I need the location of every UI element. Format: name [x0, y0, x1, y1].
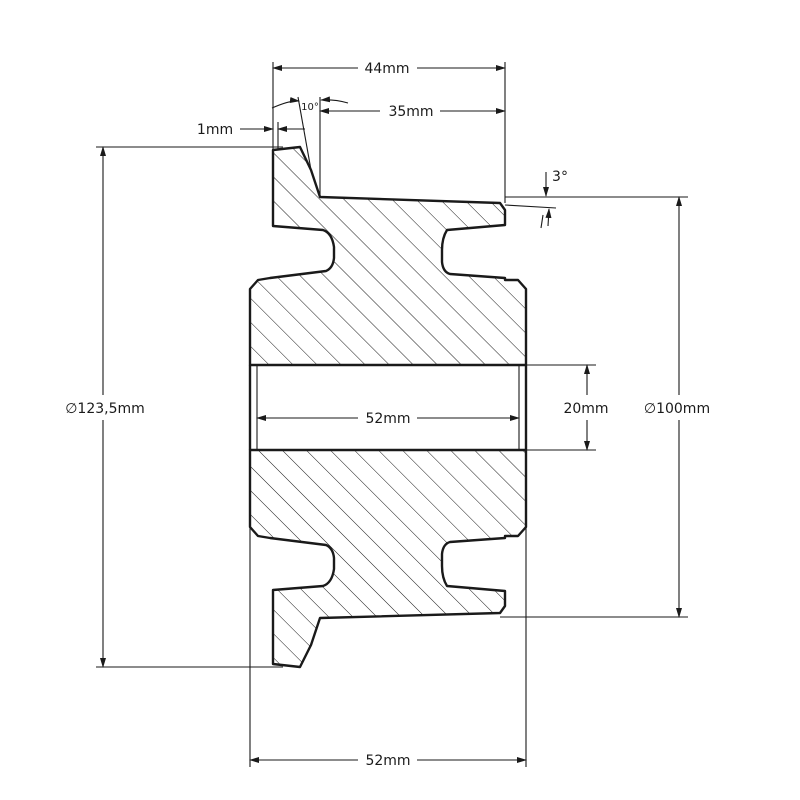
dimension-35mm-label: 35mm	[388, 104, 433, 120]
dimension-tread-diameter-label: ∅100mm	[644, 401, 710, 417]
dimension-1mm: 1mm	[197, 122, 305, 138]
dimension-10deg: 10°	[271, 96, 349, 113]
dimension-overall-width: 52mm	[249, 753, 527, 769]
dimension-1mm-label: 1mm	[197, 122, 233, 138]
dimension-3deg-label: 3°	[552, 169, 568, 185]
bore	[248, 365, 528, 450]
dimension-outer-diameter: ∅123,5mm	[65, 146, 145, 668]
upper-section-fill	[250, 147, 526, 365]
dimension-bore-length: 52mm	[256, 411, 520, 427]
wheel-cross-section	[248, 145, 528, 669]
dimension-bore-length-label: 52mm	[365, 411, 410, 427]
dimension-44mm-label: 44mm	[364, 61, 409, 77]
upper-section-outline	[248, 145, 528, 367]
dimension-bore-diameter: 20mm	[563, 364, 609, 451]
lower-section-fill	[250, 450, 526, 667]
dimension-44mm: 44mm	[272, 61, 506, 77]
dimension-3deg: 3°	[540, 169, 568, 229]
dimension-bore-diameter-label: 20mm	[563, 401, 608, 417]
dimension-overall-width-label: 52mm	[365, 753, 410, 769]
dimension-tread-diameter: ∅100mm	[644, 196, 710, 618]
dimension-outer-diameter-label: ∅123,5mm	[65, 401, 145, 417]
dimension-35mm: 35mm	[319, 104, 506, 120]
extension-lines	[96, 62, 688, 767]
lower-section-outline	[248, 448, 528, 669]
dimension-10deg-label: 10°	[301, 102, 319, 113]
